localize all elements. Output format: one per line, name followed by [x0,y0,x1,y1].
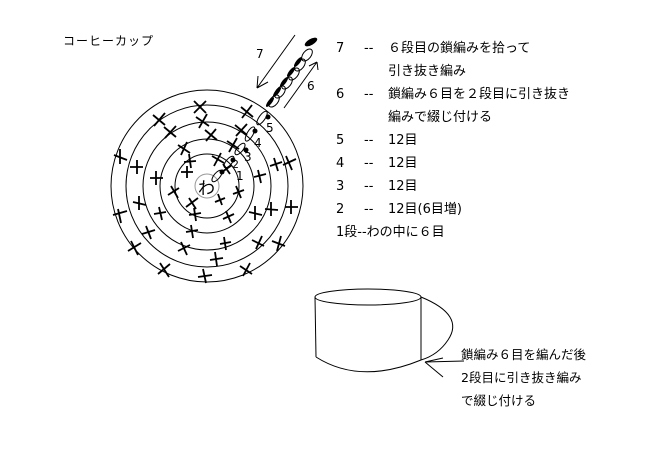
ring-6 [110,89,304,283]
round-legend: 7 -- ６段目の鎖編みを拾って 引き抜き編み 6 -- 鎖編み６目を２段目に引… [336,37,570,244]
stitch-marks [112,100,298,284]
cup-illustration [314,288,465,378]
legend-row-6: 6 -- 鎖編み６目を２段目に引き抜き [336,87,571,102]
magic-ring-label: わ [198,179,215,199]
legend-row-7-cont: 引き抜き編み [388,64,467,79]
legend-row-4: 4 -- 12目 [336,156,418,171]
legend-row-3: 3 -- 12目 [336,179,418,194]
legend-row-1: 1段--わの中に６目 [336,225,445,240]
diagram-title: コーヒーカップ [63,34,155,48]
marker-2: 2 [232,158,239,171]
marker-1: 1 [236,169,244,183]
round7-label: 7 [256,47,264,61]
round6-arrow [283,61,319,109]
note-line-3: で綴じ付ける [461,393,537,408]
magic-ring [194,173,220,199]
marker-5: 5 [266,121,274,135]
ring-5 [125,104,289,268]
round7-arrow [256,34,296,89]
ring-2 [174,153,240,219]
cup-note: 鎖編み６目を編んだ後 2段目に引き抜き編み で綴じ付ける [461,343,586,412]
round6-label: 6 [307,79,315,93]
note-line-2: 2段目に引き抜き編み [461,370,582,385]
cup-handle [420,296,454,361]
legend-row-5: 5 -- 12目 [336,133,418,148]
marker-4: 4 [254,136,262,150]
note-arrow [424,357,465,378]
ring-4 [142,121,272,251]
note-line-1: 鎖編み６目を編んだ後 [461,347,587,362]
marker-3: 3 [244,150,252,164]
legend-row-6-cont: 編みで綴じ付ける [388,110,493,125]
legend-row-7: 7 -- ６段目の鎖編みを拾って [336,41,531,56]
legend-row-2: 2 -- 12目(6目増) [336,202,462,217]
